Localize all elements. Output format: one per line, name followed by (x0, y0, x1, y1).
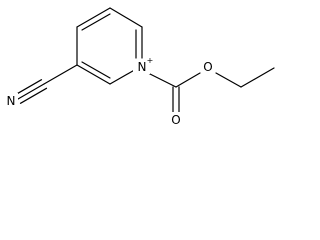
atom-ester-oxygen: O (201, 59, 215, 74)
bond-ester-oxygen-to-ch2 (215, 72, 242, 88)
ring-bond-c4-c5-inner (81, 61, 111, 79)
nitrile-triple-bond-3 (19, 87, 48, 104)
bond-n1-to-carbonyl-carbon (145, 71, 177, 88)
atom-carbonyl-oxygen: O (169, 112, 183, 127)
atom-pyridinium-nitrogen: N + (133, 56, 153, 74)
bond-ring-to-nitrile-carbon (43, 64, 78, 85)
chemical-structure-diagram: N + N O O (5, 7, 275, 127)
bonds (14, 7, 275, 113)
ring-bond-c2-c3-inner (81, 13, 111, 31)
ring-bond-c2-c3 (76, 7, 111, 28)
bond-carbonyl-to-ester-oxygen (175, 72, 201, 88)
ring-bond-c4-c5 (76, 64, 111, 85)
ester-oxygen-symbol: O (203, 60, 212, 74)
nitrile-triple-bond-1 (17, 83, 45, 100)
nitrile-triple-bond-2 (14, 79, 43, 96)
carbonyl-oxygen-symbol: O (171, 113, 180, 127)
bond-ch2-to-ch3 (240, 67, 275, 88)
ring-bond-c6-c2 (109, 7, 143, 28)
pyridinium-nitrogen-symbol: N (138, 60, 147, 74)
atom-nitrile-nitrogen: N (5, 93, 18, 108)
pyridinium-nitrogen-charge: + (147, 56, 154, 65)
nitrile-nitrogen-symbol: N (7, 94, 16, 108)
